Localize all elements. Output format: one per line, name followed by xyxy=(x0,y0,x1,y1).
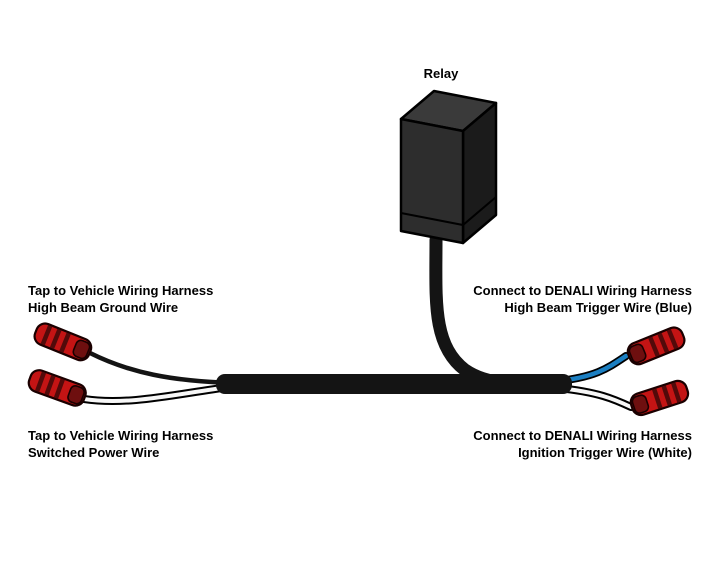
relay-box-front-face xyxy=(399,117,465,245)
label-bottom-right-line1: Connect to DENALI Wiring Harness xyxy=(473,428,692,443)
posi-tap-connector-bottom-left xyxy=(27,369,87,407)
connector-ring xyxy=(671,382,682,403)
label-top-left-line2: High Beam Ground Wire xyxy=(28,300,178,315)
connector-ring xyxy=(59,332,71,353)
relay-box xyxy=(399,89,498,245)
label-bottom-left-line1: Tap to Vehicle Wiring Harness xyxy=(28,428,213,443)
connector-ring xyxy=(661,385,673,406)
connector-ring xyxy=(657,332,670,354)
posi-tap-connector-bottom-right xyxy=(629,379,690,417)
label-bottom-right-line2: Ignition Trigger Wire (White) xyxy=(518,445,692,460)
label-top-right-line1: Connect to DENALI Wiring Harness xyxy=(473,283,692,298)
connector-ring xyxy=(40,325,53,346)
connector-ring xyxy=(652,388,663,409)
posi-tap-connector-top-left xyxy=(33,322,93,362)
relay-box-seam xyxy=(400,196,497,227)
connector-ring xyxy=(49,328,62,350)
connector-tip xyxy=(72,339,91,360)
connector-tip xyxy=(628,343,647,364)
high-beam-ground-wire xyxy=(87,350,235,386)
switched-power-wire xyxy=(82,385,232,403)
connector-ring xyxy=(53,378,65,399)
connector-tip xyxy=(631,394,650,414)
label-bottom-left-line2: Switched Power Wire xyxy=(28,445,159,460)
connector-ring xyxy=(44,375,56,396)
connector-ring xyxy=(666,329,679,350)
posi-tap-connector-top-right xyxy=(626,326,686,366)
main-harness-wire xyxy=(216,374,572,394)
relay-cable xyxy=(429,233,513,390)
label-top-left-line1: Tap to Vehicle Wiring Harness xyxy=(28,283,213,298)
connector-ring xyxy=(648,336,660,357)
relay-label: Relay xyxy=(424,66,459,81)
connector-ring xyxy=(35,371,47,393)
label-top-right-line2: High Beam Trigger Wire (Blue) xyxy=(504,300,692,315)
connector-tip xyxy=(67,384,85,405)
